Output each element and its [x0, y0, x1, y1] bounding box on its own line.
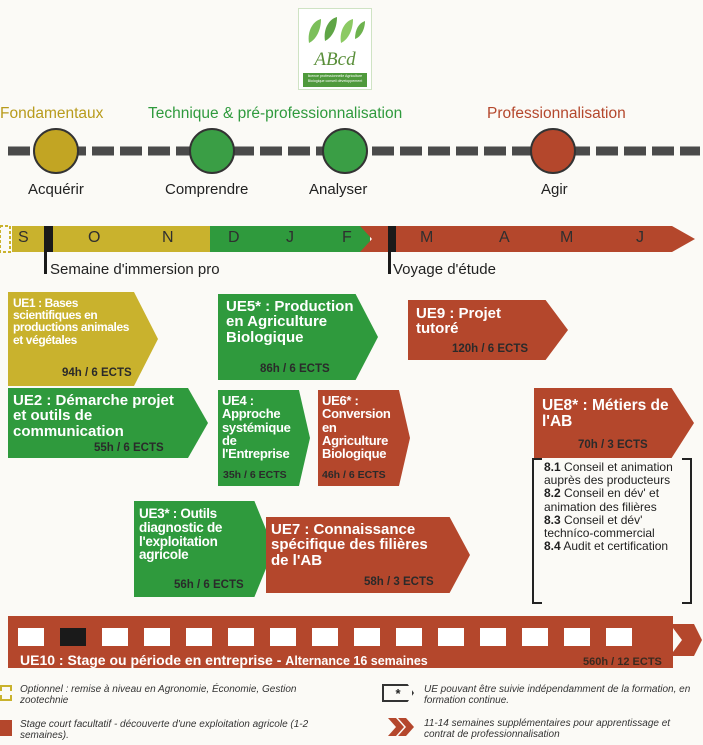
ue8-hours: 70h / 3 ECTS — [578, 439, 648, 451]
phase-technique: Technique & pré-professionnalisation — [148, 105, 403, 122]
ue5-hours: 86h / 6 ECTS — [260, 363, 330, 375]
ue4-block: UE4 : Approche systémique de l'Entrepris… — [218, 390, 310, 486]
month-label: N — [162, 229, 174, 246]
voyage-tick — [388, 252, 391, 274]
ue3-title: UE3* : Outils diagnostic de l'exploitati… — [139, 506, 223, 563]
ue8-title: UE8* : Métiers de l'AB — [542, 397, 669, 430]
month-label: J — [636, 229, 644, 246]
ue6-hours: 46h / 6 ECTS — [322, 469, 386, 481]
timeline-bar — [0, 225, 695, 253]
month-label: J — [286, 229, 294, 246]
ue8-option: 8.2 Conseil en dév' et animation des fil… — [544, 486, 660, 514]
legend-stage: Stage court facultatif - découverte d'un… — [20, 719, 309, 742]
verb-acquerir: Acquérir — [28, 181, 84, 198]
ue8-option: 8.3 Conseil et dév' techníco-commercial — [544, 512, 655, 540]
voyage-label: Voyage d'étude — [393, 261, 496, 278]
ue10-title: UE10 : Stage ou période en entreprise - … — [20, 652, 428, 668]
ue8-options-list: 8.1 Conseil et animation auprès des prod… — [544, 460, 684, 554]
ue1-hours: 94h / 6 ECTS — [62, 367, 132, 379]
immersion-tick — [44, 252, 47, 274]
ue8-block: UE8* : Métiers de l'AB 70h / 3 ECTS — [534, 388, 694, 458]
circle-acquerir — [33, 128, 79, 174]
circle-agir — [530, 128, 576, 174]
logo-text: ABcd — [314, 49, 356, 70]
ue10-bar — [8, 616, 702, 668]
legend-semaines: 11-14 semaines supplémentaires pour appr… — [424, 718, 671, 741]
ue5-title: UE5* : Production en Agriculture Biologi… — [226, 298, 354, 346]
ue9-title: UE9 : Projet tutoré — [416, 305, 502, 338]
immersion-label: Semaine d'immersion pro — [50, 261, 220, 278]
verb-analyser: Analyser — [309, 181, 368, 198]
bracket-right — [682, 458, 692, 604]
ue2-block: UE2 : Démarche projet et outils de commu… — [8, 388, 208, 458]
month-label: M — [560, 229, 574, 246]
ue4-hours: 35h / 6 ECTS — [223, 469, 287, 481]
month-label: F — [342, 229, 352, 246]
month-label: S — [18, 229, 29, 246]
ue10-hours: 560h / 12 ECTS — [583, 656, 662, 668]
legend-optionnel: Optionnel : remise à niveau en Agronomie… — [20, 684, 297, 707]
ue5-block: UE5* : Production en Agriculture Biologi… — [218, 294, 378, 380]
phase-professionnalisation: Professionnalisation — [487, 105, 626, 122]
ue6-title: UE6* : Conversion en Agriculture Biologi… — [322, 393, 391, 461]
stage-swatch — [0, 720, 12, 736]
double-chevron-icon — [388, 718, 414, 736]
optional-swatch — [0, 685, 12, 701]
star-symbol: * — [382, 684, 414, 702]
verb-comprendre: Comprendre — [165, 181, 249, 198]
ue3-hours: 56h / 6 ECTS — [174, 579, 244, 591]
ue2-hours: 55h / 6 ECTS — [94, 442, 164, 454]
month-label: D — [228, 229, 240, 246]
ue1-title: UE1 : Bases scientifiques en productions… — [13, 296, 130, 347]
ue7-hours: 58h / 3 ECTS — [364, 576, 434, 588]
ue7-title: UE7 : Connaissance spécifique des filièr… — [271, 521, 428, 569]
month-label: A — [499, 229, 510, 246]
circle-comprendre — [189, 128, 235, 174]
ue1-block: UE1 : Bases scientifiques en productions… — [8, 292, 158, 386]
month-label: M — [420, 229, 434, 246]
logo-subtitle: licence professionnelle Agriculture Biol… — [303, 73, 367, 87]
ue8-option: 8.4 Audit et certification — [544, 539, 669, 554]
ue9-hours: 120h / 6 ECTS — [452, 343, 529, 355]
month-label: O — [88, 229, 101, 246]
verb-agir: Agir — [541, 181, 568, 198]
ue2-title: UE2 : Démarche projet et outils de commu… — [13, 392, 174, 440]
phase-fondamentaux: Fondamentaux — [0, 105, 104, 122]
ue7-block: UE7 : Connaissance spécifique des filièr… — [266, 517, 470, 593]
ue3-block: UE3* : Outils diagnostic de l'exploitati… — [134, 501, 274, 597]
circle-analyser — [322, 128, 368, 174]
ue6-block: UE6* : Conversion en Agriculture Biologi… — [318, 390, 410, 486]
bracket-left — [532, 458, 542, 604]
ue8-option: 8.1 Conseil et animation auprès des prod… — [544, 460, 673, 488]
legend-star: UE pouvant être suivie indépendamment de… — [424, 684, 691, 707]
ue4-title: UE4 : Approche systémique de l'Entrepris… — [222, 393, 291, 461]
ue9-block: UE9 : Projet tutoré 120h / 6 ECTS — [408, 300, 568, 360]
leaves-icon — [308, 17, 365, 43]
abcd-logo: ABcd licence professionnelle Agriculture… — [298, 8, 372, 90]
